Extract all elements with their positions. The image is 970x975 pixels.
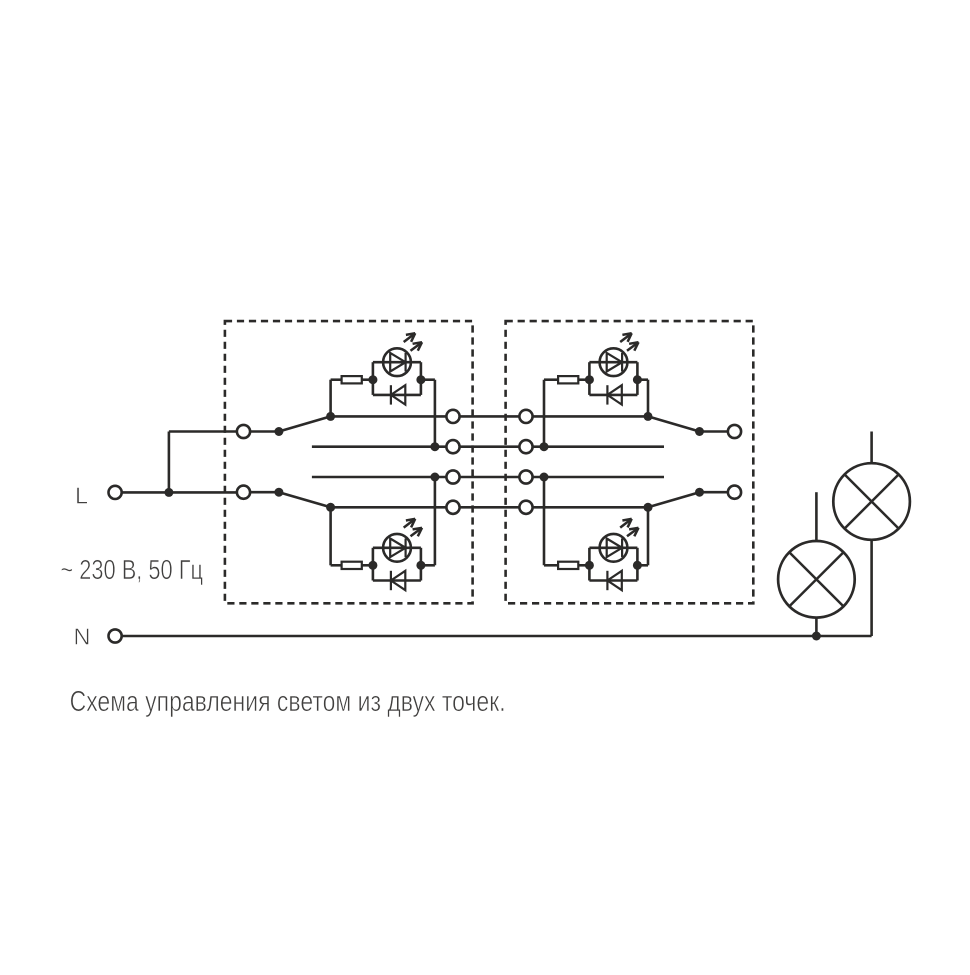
svg-text:Схема управления светом из дву: Схема управления светом из двух точек. [70,686,506,718]
svg-text:L: L [75,483,88,509]
svg-text:~ 230 В, 50 Гц: ~ 230 В, 50 Гц [61,554,204,585]
svg-text:N: N [74,623,91,649]
